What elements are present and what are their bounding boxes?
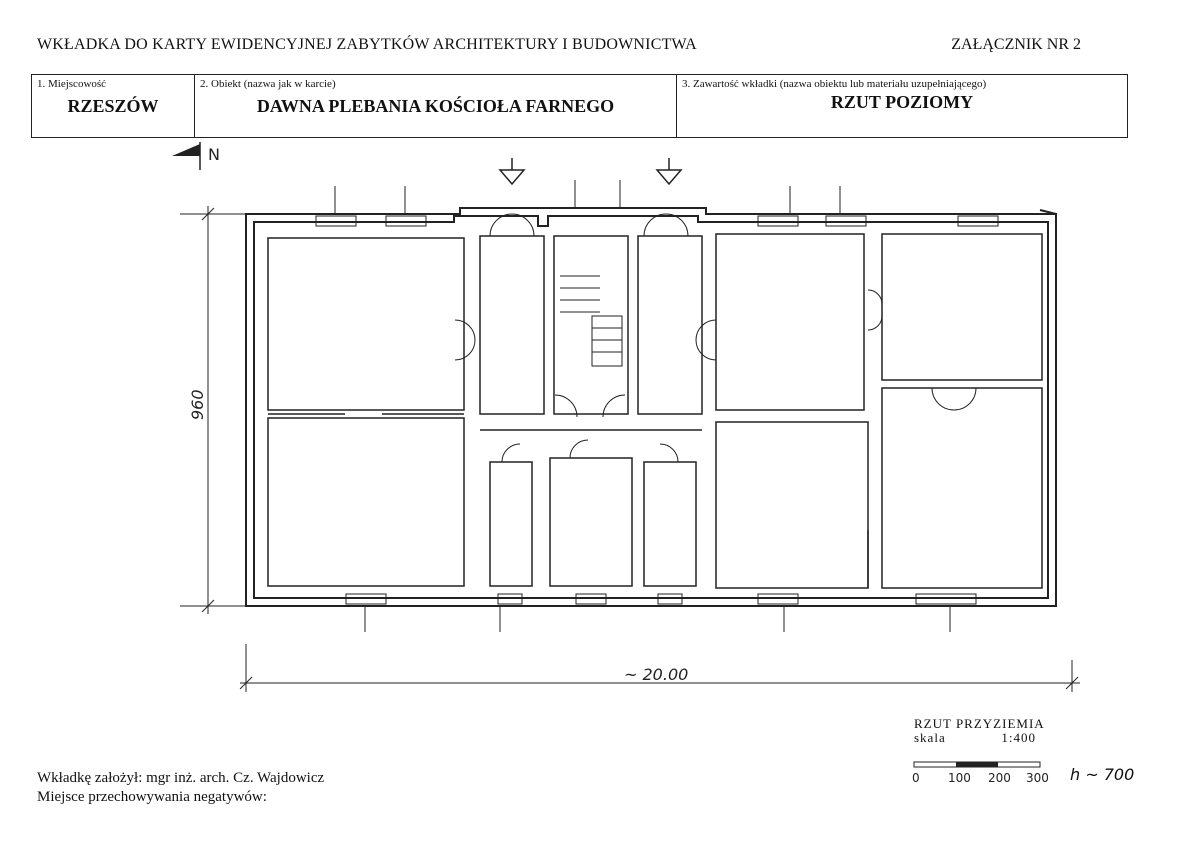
left-rooms — [267, 237, 465, 587]
content-label: 3. Zawartość wkładki (nazwa obiektu lub … — [682, 78, 987, 90]
width-dimension: ~ 20.00 — [239, 644, 1080, 692]
scale-tick-100: 100 — [948, 771, 971, 785]
scale-title: RZUT PRZYZIEMIA — [914, 716, 1045, 731]
scale-tick-300: 300 — [1026, 771, 1049, 785]
staircase — [560, 275, 623, 367]
width-dimension-label: ~ 20.00 — [624, 665, 688, 684]
outer-walls — [245, 207, 1057, 607]
door-arcs — [454, 213, 977, 463]
scale-label: skala — [914, 730, 946, 745]
windows — [315, 215, 999, 605]
scale-tick-200: 200 — [988, 771, 1011, 785]
document-title: WKŁADKA DO KARTY EWIDENCYJNEJ ZABYTKÓW A… — [37, 36, 697, 53]
floor-plan-drawing: N — [172, 142, 1080, 692]
north-label: N — [208, 145, 220, 164]
locality-value: RZESZÓW — [67, 96, 159, 116]
object-label: 2. Obiekt (nazwa jak w karcie) — [200, 78, 336, 90]
north-arrow-icon: N — [172, 142, 220, 170]
attachment-number: ZAŁĄCZNIK NR 2 — [951, 36, 1081, 53]
object-value: DAWNA PLEBANIA KOŚCIOŁA FARNEGO — [256, 96, 615, 116]
axis-lines — [334, 180, 951, 632]
locality-label: 1. Miejscowość — [37, 78, 107, 90]
central-core — [479, 235, 703, 587]
negatives-line: Miejsce przechowywania negatywów: — [37, 789, 267, 805]
height-note: h ~ 700 — [1070, 765, 1135, 784]
scale-caption: RZUT PRZYZIEMIA skala 1:400 — [914, 717, 1045, 745]
author-line: Wkładkę założył: mgr inż. arch. Cz. Wajd… — [37, 770, 325, 786]
scale-ratio: 1:400 — [1001, 730, 1036, 745]
locality-cell: 1. Miejscowość RZESZÓW — [32, 75, 195, 137]
scale-bar: 0 100 200 300 — [912, 761, 1049, 785]
height-dimension: 960 — [180, 206, 246, 614]
scale-tick-0: 0 — [912, 771, 920, 785]
content-cell: 3. Zawartość wkładki (nazwa obiektu lub … — [677, 75, 1127, 137]
object-cell: 2. Obiekt (nazwa jak w karcie) DAWNA PLE… — [195, 75, 677, 137]
content-value: RZUT POZIOMY — [830, 92, 974, 112]
height-dimension-label: 960 — [188, 389, 207, 420]
right-rooms — [715, 233, 1043, 589]
entrance-triangle-icon — [498, 158, 683, 186]
record-form-table: 1. Miejscowość RZESZÓW 2. Obiekt (nazwa … — [31, 74, 1128, 138]
